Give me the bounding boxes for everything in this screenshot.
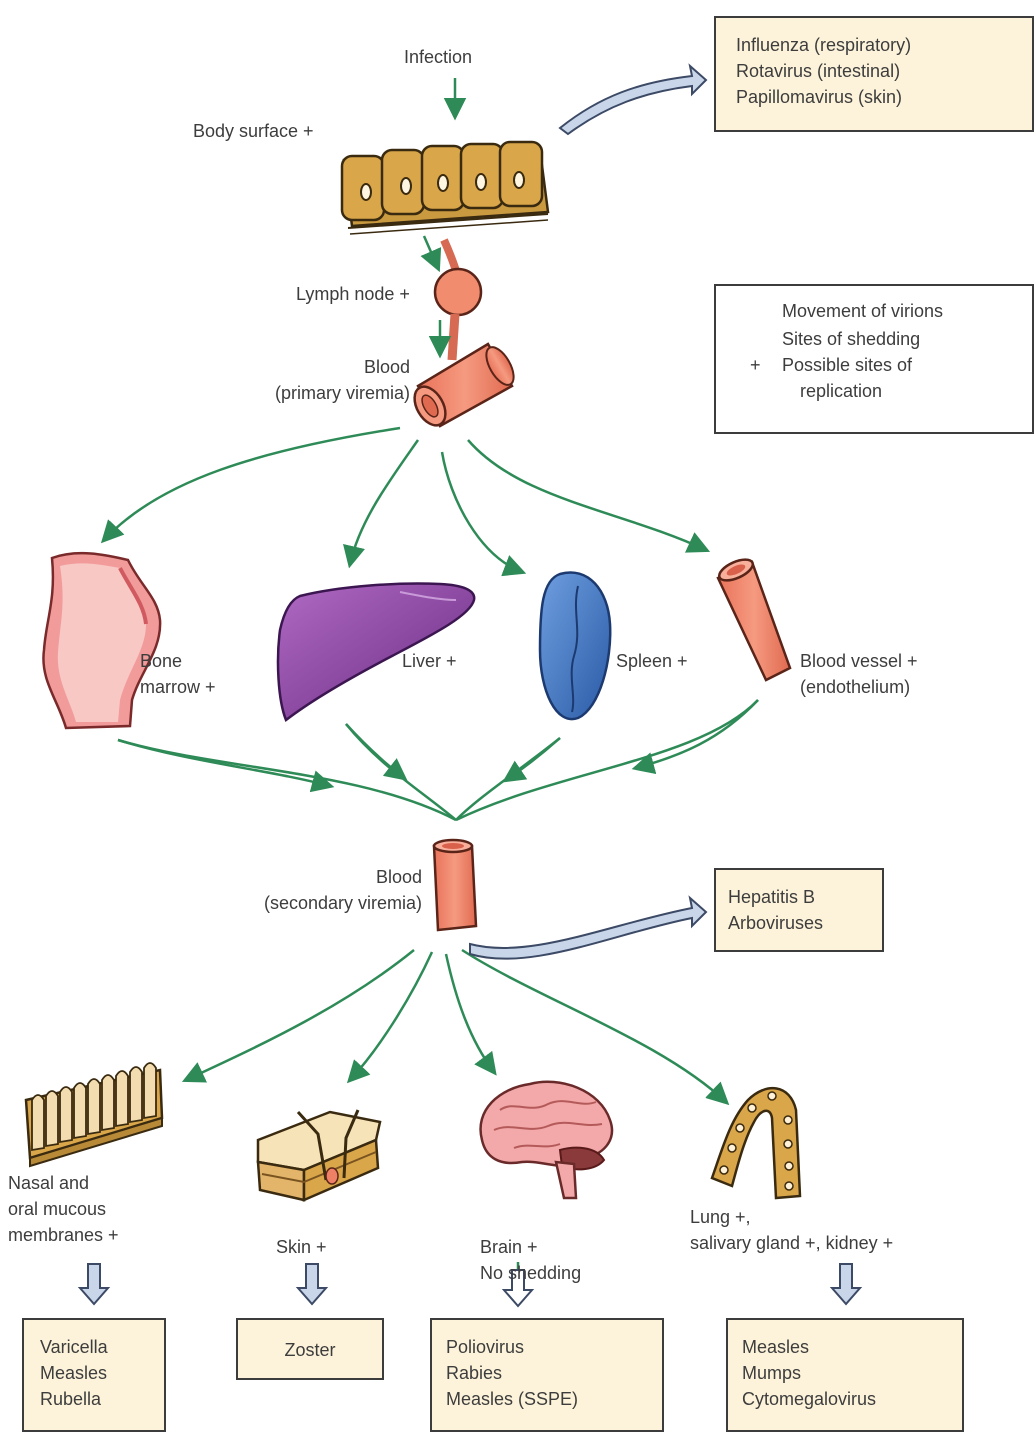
arrow-vessel-to-secondary-head: [636, 700, 758, 768]
arrow-blood-to-bone-marrow: [104, 428, 400, 540]
label-skin: Skin +: [276, 1234, 327, 1260]
legend-plus-symbol: +: [750, 352, 761, 378]
box-brain-virus-3: Measles (SSPE): [446, 1386, 648, 1412]
box-brain-viruses: Poliovirus Rabies Measles (SSPE): [430, 1318, 664, 1432]
arrow-surface-to-lymph-1: [424, 236, 438, 268]
box-surface-viruses: Influenza (respiratory) Rotavirus (intes…: [714, 16, 1034, 132]
label-brain: Brain + No shedding: [480, 1234, 581, 1286]
shedding-arrow-lung: [832, 1264, 860, 1304]
brain-illustration: [481, 1082, 612, 1198]
label-blood-secondary-line2: (secondary viremia): [220, 890, 422, 916]
legend-box: Movement of virions Sites of shedding + …: [714, 284, 1034, 434]
box-lung-virus-1: Measles: [742, 1334, 948, 1360]
arrow-blood-to-liver: [350, 440, 418, 564]
spleen-illustration: [540, 572, 610, 719]
label-blood-primary: Blood (primary viremia): [230, 354, 410, 406]
arrow-secondary-to-nasal: [186, 950, 414, 1080]
label-bone-marrow-line2: marrow +: [140, 674, 216, 700]
legend-replication-line2: replication: [800, 378, 882, 404]
label-brain-line2: No shedding: [480, 1260, 581, 1286]
box-skin-virus-1: Zoster: [248, 1337, 372, 1363]
label-blood-secondary-line1: Blood: [220, 864, 422, 890]
box-brain-virus-2: Rabies: [446, 1360, 648, 1386]
skin-illustration: [258, 1110, 380, 1200]
label-brain-line1: Brain +: [480, 1234, 581, 1260]
label-blood-vessel: Blood vessel + (endothelium): [800, 648, 918, 700]
box-skin-viruses: Zoster: [236, 1318, 384, 1380]
label-nasal-line1: Nasal and: [8, 1170, 119, 1196]
primary-blood-vessel-illustration: [408, 343, 519, 431]
label-infection: Infection: [404, 44, 472, 70]
nasal-mucosa-illustration: [26, 1063, 162, 1166]
label-blood-primary-line2: (primary viremia): [230, 380, 410, 406]
shedding-arrow-blood: [470, 898, 706, 959]
secondary-blood-vessel-illustration: [434, 840, 476, 930]
arrow-secondary-to-skin: [350, 952, 432, 1080]
label-bone-marrow-line1: Bone: [140, 648, 216, 674]
label-nasal-mucosa: Nasal and oral mucous membranes +: [8, 1170, 119, 1248]
arrow-blood-to-vessel: [468, 440, 706, 550]
label-lymph-node: Lymph node +: [296, 281, 410, 307]
label-blood-vessel-line1: Blood vessel +: [800, 648, 918, 674]
box-lung-virus-2: Mumps: [742, 1360, 948, 1386]
blood-vessel-illustration: [716, 555, 790, 680]
label-nasal-line3: membranes +: [8, 1222, 119, 1248]
box-blood-virus-1: Hepatitis B: [728, 884, 870, 910]
box-lung-viruses: Measles Mumps Cytomegalovirus: [726, 1318, 964, 1432]
box-lung-virus-3: Cytomegalovirus: [742, 1386, 948, 1412]
lung-epithelium-illustration: [712, 1088, 800, 1198]
box-surface-virus-1: Influenza (respiratory): [736, 32, 1012, 58]
box-nasal-viruses: Varicella Measles Rubella: [22, 1318, 166, 1432]
label-body-surface: Body surface +: [193, 118, 314, 144]
arrow-secondary-to-lung: [462, 950, 726, 1102]
box-blood-viruses: Hepatitis B Arboviruses: [714, 868, 884, 952]
box-nasal-virus-3: Rubella: [40, 1386, 148, 1412]
legend-movement-label: Movement of virions: [782, 298, 943, 324]
box-nasal-virus-1: Varicella: [40, 1334, 148, 1360]
label-blood-vessel-line2: (endothelium): [800, 674, 918, 700]
label-bone-marrow: Bone marrow +: [140, 648, 216, 700]
lymph-node-illustration: [435, 240, 481, 360]
label-lung: Lung +, salivary gland +, kidney +: [690, 1204, 893, 1256]
label-nasal-line2: oral mucous: [8, 1196, 119, 1222]
arrow-blood-to-spleen: [442, 452, 522, 572]
box-nasal-virus-2: Measles: [40, 1360, 148, 1386]
legend-shedding-label: Sites of shedding: [782, 326, 920, 352]
box-blood-virus-2: Arboviruses: [728, 910, 870, 936]
box-surface-virus-2: Rotavirus (intestinal): [736, 58, 1012, 84]
label-lung-line2: salivary gland +, kidney +: [690, 1230, 893, 1256]
label-spleen: Spleen +: [616, 648, 688, 674]
label-liver: Liver +: [402, 648, 457, 674]
shedding-arrow-skin: [298, 1264, 326, 1304]
shedding-arrow-surface: [560, 66, 706, 134]
arrow-secondary-to-brain: [446, 954, 494, 1072]
bone-marrow-illustration: [43, 553, 160, 728]
label-lung-line1: Lung +,: [690, 1204, 893, 1230]
arrow-vessel-to-secondary: [456, 700, 758, 820]
box-brain-virus-1: Poliovirus: [446, 1334, 648, 1360]
shedding-arrow-nasal: [80, 1264, 108, 1304]
arrow-liver-to-secondary-head: [346, 724, 404, 778]
arrow-spleen-to-secondary-head: [506, 738, 560, 780]
arrow-liver-to-secondary: [346, 724, 456, 820]
box-surface-virus-3: Papillomavirus (skin): [736, 84, 1012, 110]
label-blood-secondary: Blood (secondary viremia): [220, 864, 422, 916]
legend-replication-line1: Possible sites of: [782, 352, 912, 378]
label-blood-primary-line1: Blood: [230, 354, 410, 380]
epithelium-illustration: [342, 142, 548, 234]
